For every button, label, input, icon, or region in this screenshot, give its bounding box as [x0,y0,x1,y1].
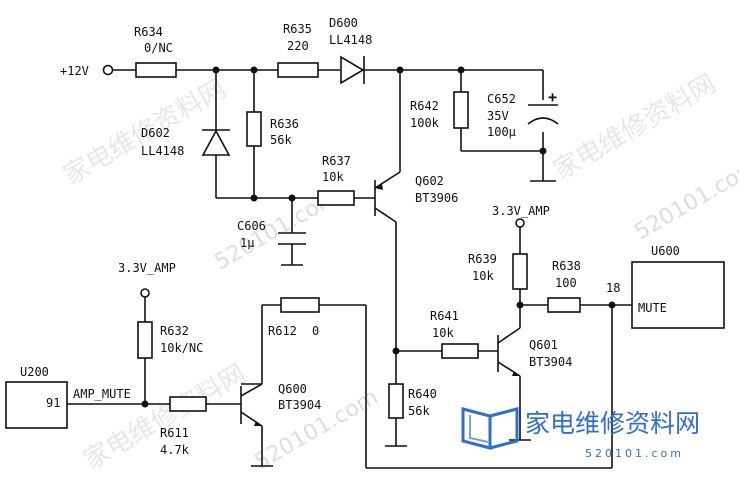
r637-ref: R637 [322,154,351,168]
supply-label: +12V [60,64,89,78]
resistor-r641 [441,343,479,359]
r611-ref: R611 [160,426,189,440]
u600-ref: U600 [651,244,680,258]
diode-d600 [340,55,365,85]
c652-voltage: 35V [487,109,509,123]
r632-value: 10k/NC [160,341,203,355]
resistor-r637 [317,190,355,206]
r637-value: 10k [322,170,344,184]
supply-terminal [102,64,114,76]
r635-ref: R635 [283,22,312,36]
r634-value: 0/NC [144,41,173,55]
r638-value: 100 [555,276,577,290]
r612-ref: R612 [268,324,297,338]
c606-ref: C606 [237,219,266,233]
rail-3v3-label-r632: 3.3V_AMP [118,261,176,275]
c606-value: 1μ [240,236,254,250]
watermark-logo: 家电维修资料网 520101.com [461,407,700,460]
r640-ref: R640 [408,387,437,401]
r634-ref: R634 [134,25,163,39]
junction-dot [141,400,149,408]
junction-dot [392,347,400,355]
q602-part: BT3906 [415,191,458,205]
q600-ref: Q600 [278,382,307,396]
u200-ref: U200 [20,365,49,379]
q601-emitter-arrow [512,371,520,376]
r638-ref: R638 [552,259,581,273]
c652-value: 100μ [487,125,516,139]
q602-emitter-arrow [375,184,383,190]
junction-dot [516,301,524,309]
watermark-text-2: 家电维修资料网 [79,359,252,476]
d600-value: LL4148 [329,33,372,47]
r642-ref: R642 [410,99,439,113]
d602-ref: D602 [141,126,170,140]
r636-ref: R636 [270,117,299,131]
resistor-r638 [547,297,581,313]
r639-value: 10k [472,269,494,283]
junction-dot [212,66,220,74]
d600-ref: D600 [329,16,358,30]
q601-ref: Q601 [529,338,558,352]
r641-ref: R641 [430,309,459,323]
q601-part: BT3904 [529,355,572,369]
r642-value: 100k [410,116,440,130]
q600-emitter-arrow [254,421,262,426]
watermark-url-3: 520101.com [631,155,739,246]
rail-3v3-terminal-q601 [515,218,525,228]
wires [67,69,632,469]
junctions [141,66,616,408]
resistor-r634 [135,62,177,78]
d602-value: LL4148 [141,144,184,158]
junction-dot [457,66,465,74]
resistor-r639 [512,253,528,290]
ic-u600 [631,261,725,329]
junction-dot [396,66,404,74]
resistor-r640 [388,383,404,419]
resistor-r636 [246,111,262,147]
r641-value: 10k [432,326,454,340]
rail-3v3-terminal-r632 [140,288,150,298]
c652-polarity-mark: + [548,88,557,106]
resistor-r642 [453,91,469,129]
junction-dot [608,301,616,309]
r635-value: 220 [287,39,309,53]
capacitor-c652: + [527,88,559,125]
capacitor-c606 [278,232,306,245]
q600-part: BT3904 [278,398,321,412]
u600-pin-number: 18 [606,281,620,295]
ic-u200 [5,381,68,429]
r639-ref: R639 [468,252,497,266]
watermark-logo-text: 家电维修资料网 [525,409,700,438]
c652-ref: C652 [487,92,516,106]
u200-pin-name: AMP_MUTE [73,387,131,401]
r640-value: 56k [408,404,430,418]
r632-ref: R632 [160,324,189,338]
u600-pin-name: MUTE [638,301,667,315]
resistor-r635 [277,62,319,78]
r611-value: 4.7k [160,443,190,457]
watermark-text-3: 家电维修资料网 [549,69,722,186]
junction-dot [539,147,547,155]
junction-dot [288,194,296,202]
q602-ref: Q602 [415,174,444,188]
junction-dot [250,194,258,202]
book-logo-icon [461,407,519,450]
diode-d602 [201,129,231,156]
junction-dot [250,66,258,74]
watermark-logo-url: 520101.com [585,447,684,460]
r636-value: 56k [270,133,292,147]
resistor-r611 [169,396,207,412]
rail-3v3-label-q601: 3.3V_AMP [492,204,550,218]
u200-pin-number: 91 [46,396,60,410]
r612-value: 0 [312,324,319,338]
labels: +12V R634 0/NC R635 220 D600 LL4148 D602… [20,16,680,457]
resistor-r612 [280,297,320,313]
resistor-r632 [137,321,153,359]
